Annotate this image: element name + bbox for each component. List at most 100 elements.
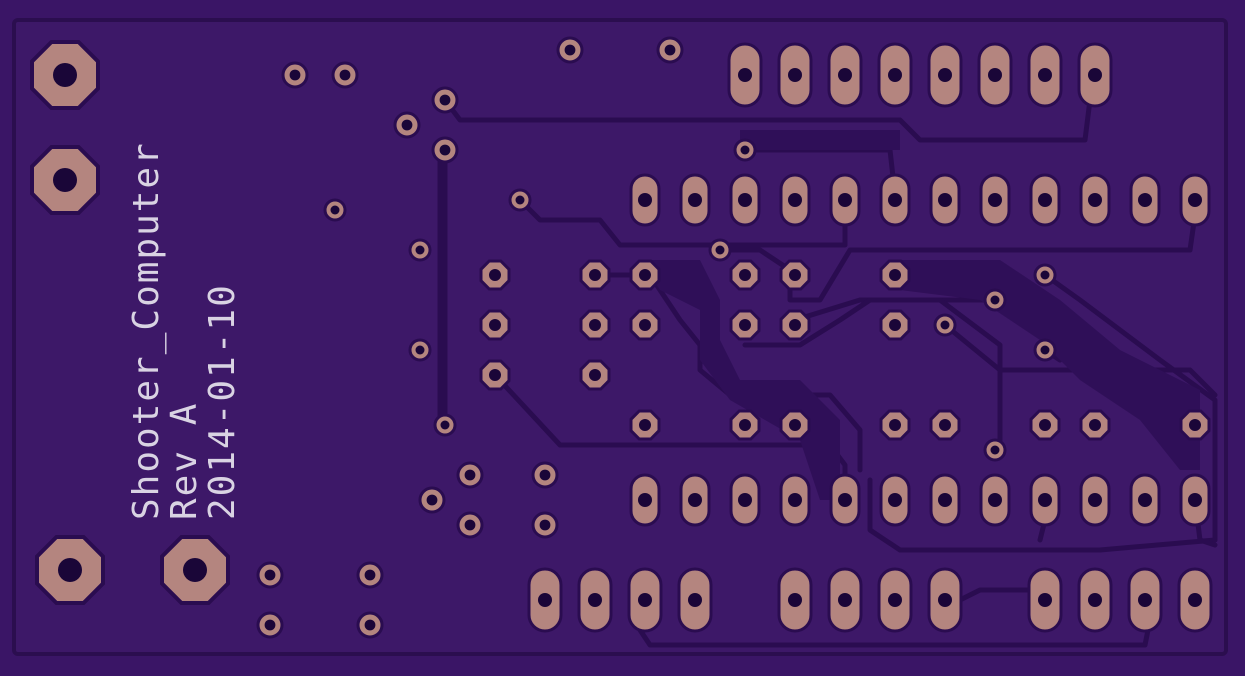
pad-layer: [30, 36, 1213, 639]
dip-lower-drill-0: [638, 493, 652, 507]
header-bottom-drill-11: [1188, 593, 1202, 607]
socket-drill-9: [739, 319, 751, 331]
trace-8: [792, 297, 1003, 323]
via-drill-13: [1040, 270, 1050, 280]
via-drill-23: [464, 469, 476, 481]
dip-upper-drill-1: [688, 193, 702, 207]
via-drill-19: [264, 569, 276, 581]
header-top-drill-6: [1038, 68, 1052, 82]
dip-lower-drill-3: [788, 493, 802, 507]
via-drill-16: [1040, 345, 1050, 355]
via-drill-25: [426, 494, 438, 506]
header-top-drill-7: [1088, 68, 1102, 82]
dip-lower-drill-11: [1188, 493, 1202, 507]
header-top-drill-2: [838, 68, 852, 82]
socket-drill-1: [589, 269, 601, 281]
dip-lower-drill-2: [738, 493, 752, 507]
revision-label: Rev A: [164, 402, 205, 520]
socket-drill-2: [639, 269, 651, 281]
trace-7: [717, 212, 1198, 303]
mount-hole-drill-3: [183, 558, 207, 582]
via-drill-14: [990, 295, 1000, 305]
via-drill-0: [564, 44, 576, 56]
mount-hole-drill-0: [53, 63, 77, 87]
board-name-label: Shooter_Computer: [126, 141, 167, 520]
header-top-drill-0: [738, 68, 752, 82]
header-bottom-drill-0: [538, 593, 552, 607]
header-bottom-drill-2: [638, 593, 652, 607]
via-drill-7: [740, 145, 750, 155]
socket-drill-12: [489, 369, 501, 381]
via-drill-20: [364, 569, 376, 581]
header-top-drill-1: [788, 68, 802, 82]
header-bottom-drill-4: [788, 593, 802, 607]
dip-upper-drill-8: [1038, 193, 1052, 207]
dip-lower-drill-1: [688, 493, 702, 507]
via-drill-10: [715, 245, 725, 255]
dip-lower-drill-5: [888, 493, 902, 507]
via-drill-17: [990, 445, 1000, 455]
trace-10: [867, 272, 1218, 553]
trace-3: [517, 197, 848, 248]
socket-drill-19: [1039, 419, 1051, 431]
socket-drill-8: [639, 319, 651, 331]
dip-upper-drill-4: [838, 193, 852, 207]
header-bottom-drill-9: [1088, 593, 1102, 607]
trace-0: [442, 97, 1093, 143]
pour-traces: [640, 130, 1200, 500]
dip-upper-drill-11: [1188, 193, 1202, 207]
via-drill-2: [289, 69, 301, 81]
dip-lower-drill-7: [988, 493, 1002, 507]
via-drill-27: [539, 519, 551, 531]
header-bottom-drill-6: [888, 593, 902, 607]
dip-lower-drill-10: [1138, 493, 1152, 507]
dip-upper-drill-2: [738, 193, 752, 207]
socket-drill-0: [489, 269, 501, 281]
dip-upper-drill-7: [988, 193, 1002, 207]
socket-drill-4: [789, 269, 801, 281]
socket-drill-5: [889, 269, 901, 281]
socket-drill-17: [889, 419, 901, 431]
socket-drill-18: [939, 419, 951, 431]
via-drill-11: [415, 245, 425, 255]
mount-hole-drill-1: [53, 168, 77, 192]
header-top-drill-5: [988, 68, 1002, 82]
date-label: 2014-01-10: [202, 283, 243, 520]
via-drill-24: [539, 469, 551, 481]
trace-9: [742, 297, 1003, 443]
socket-drill-13: [589, 369, 601, 381]
via-drill-5: [401, 119, 413, 131]
via-drill-3: [339, 69, 351, 81]
socket-drill-15: [739, 419, 751, 431]
socket-drill-10: [789, 319, 801, 331]
dip-lower-drill-8: [1038, 493, 1052, 507]
socket-drill-11: [889, 319, 901, 331]
header-bottom-drill-3: [688, 593, 702, 607]
header-bottom-drill-1: [588, 593, 602, 607]
dip-lower-drill-9: [1088, 493, 1102, 507]
dip-lower-drill-4: [838, 493, 852, 507]
mount-hole-drill-2: [58, 558, 82, 582]
dip-upper-drill-3: [788, 193, 802, 207]
socket-drill-3: [739, 269, 751, 281]
dip-upper-drill-0: [638, 193, 652, 207]
header-top-drill-3: [888, 68, 902, 82]
dip-upper-drill-6: [938, 193, 952, 207]
socket-drill-6: [489, 319, 501, 331]
header-bottom-drill-10: [1138, 593, 1152, 607]
header-bottom-drill-7: [938, 593, 952, 607]
via-drill-21: [264, 619, 276, 631]
via-drill-6: [439, 144, 451, 156]
via-drill-18: [440, 420, 450, 430]
via-drill-4: [439, 94, 451, 106]
via-drill-15: [940, 320, 950, 330]
socket-drill-14: [639, 419, 651, 431]
via-drill-8: [515, 195, 525, 205]
via-drill-9: [330, 205, 340, 215]
header-bottom-drill-8: [1038, 593, 1052, 607]
board-pour: [12, 18, 1228, 656]
silkscreen: Shooter_Computer Rev A 2014-01-10: [126, 141, 243, 520]
via-drill-1: [664, 44, 676, 56]
dip-lower-drill-6: [938, 493, 952, 507]
